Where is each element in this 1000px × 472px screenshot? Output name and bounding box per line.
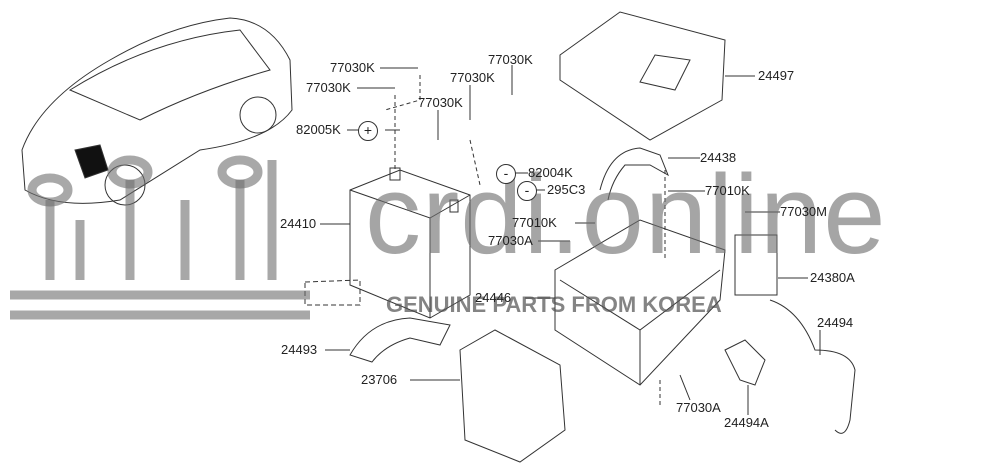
negative-terminal-symbol: -	[496, 164, 516, 184]
part-label-24380a[interactable]: 24380A	[810, 270, 855, 285]
watermark-logo	[10, 155, 310, 320]
part-label-77010k[interactable]: 77010K	[705, 183, 750, 198]
part-label-23706[interactable]: 23706	[361, 372, 398, 387]
part-label-77030k[interactable]: 77030K	[306, 80, 351, 95]
part-label-24497[interactable]: 24497	[758, 68, 795, 83]
part-label-77030k[interactable]: 77030K	[450, 70, 495, 85]
part-label-77030k[interactable]: 77030K	[418, 95, 463, 110]
negative-terminal-symbol: -	[517, 181, 537, 201]
part-label-77030a[interactable]: 77030A	[676, 400, 721, 415]
part-label-77010k[interactable]: 77010K	[512, 215, 557, 230]
positive-terminal-symbol: +	[358, 121, 378, 141]
battery-cover-illustration	[559, 11, 726, 141]
fuse-box-illustration	[734, 234, 778, 296]
part-label-24494a[interactable]: 24494A	[724, 415, 769, 430]
part-label-77030k[interactable]: 77030K	[330, 60, 375, 75]
part-label-295c3[interactable]: 295C3	[547, 182, 586, 197]
part-label-77030m[interactable]: 77030M	[780, 204, 827, 219]
battery-illustration	[349, 167, 471, 319]
part-label-77030a[interactable]: 77030A	[488, 233, 533, 248]
part-label-77030k[interactable]: 77030K	[488, 52, 533, 67]
part-label-24494[interactable]: 24494	[817, 315, 854, 330]
part-label-24446[interactable]: 24446	[475, 290, 512, 305]
part-label-82005k[interactable]: 82005K	[296, 122, 341, 137]
battery-tray-illustration	[554, 219, 726, 386]
part-label-82004k[interactable]: 82004K	[528, 165, 573, 180]
part-label-24438[interactable]: 24438	[700, 150, 737, 165]
part-label-24410[interactable]: 24410	[280, 216, 317, 231]
part-label-24493[interactable]: 24493	[281, 342, 318, 357]
